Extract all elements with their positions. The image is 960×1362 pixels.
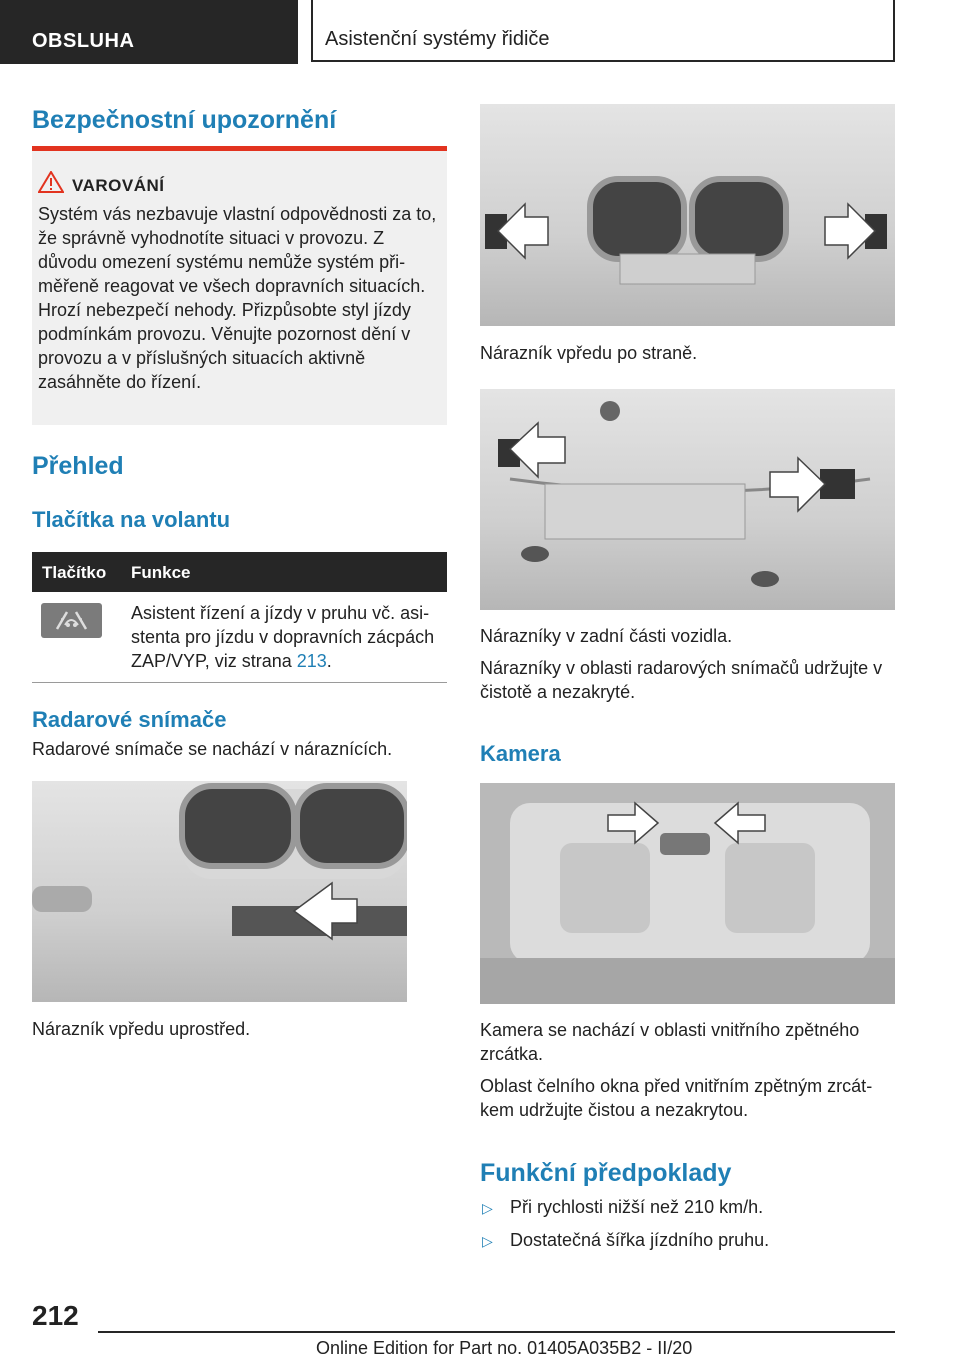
footer-edition: Online Edition for Part no. 01405A035B2 … [316, 1338, 693, 1358]
overview-heading: Přehled [32, 452, 124, 480]
list-item-text: Při rychlosti nižší než 210 km/h. [510, 1197, 764, 1217]
chapter-tab: Asistenční systémy řidiče [311, 0, 895, 62]
radar-heading: Radarové snímače [32, 707, 227, 732]
triangle-bullet-icon: ▷ [482, 1200, 493, 1216]
list-item: ▷ Dostatečná šířka jízdního pruhu. [482, 1230, 769, 1251]
list-item-text: Dostatečná šířka jízdního pruhu. [510, 1230, 770, 1250]
row-function-text: Asistent řízení a jízdy v pruhu vč. asi­… [131, 603, 435, 671]
requirements-heading: Funkční předpoklady [480, 1159, 732, 1187]
triangle-bullet-icon: ▷ [482, 1233, 493, 1249]
camera-text-2: Oblast čelního okna před vnitřním zpětný… [480, 1076, 873, 1120]
table-row: Asistent řízení a jízdy v pruhu vč. asi­… [131, 601, 449, 673]
column-header-function: Funkce [131, 563, 191, 582]
chapter-title: Asistenční systémy řidiče [325, 28, 550, 50]
table-divider [32, 682, 447, 683]
row-end: . [326, 651, 332, 671]
caption-front-center: Nárazník vpředu uprostřed. [32, 1019, 251, 1039]
safety-heading: Bezpečnostní upozornění [32, 106, 337, 134]
camera-heading: Kamera [480, 741, 561, 766]
table-header: Tlačítko Funkce [32, 552, 447, 592]
footer-rule [98, 1331, 895, 1333]
page-link[interactable]: 213 [296, 651, 327, 671]
radar-text: Radarové snímače se nachází v náraznícíc… [32, 739, 393, 759]
steering-buttons-heading: Tlačítka na volantu [32, 507, 231, 532]
section-tab: OBSLUHA [0, 0, 298, 64]
rear-photo [480, 389, 895, 610]
front-side-photo [480, 104, 895, 326]
warning-triangle-icon [38, 171, 64, 193]
warning-label: VAROVÁNÍ [72, 176, 165, 195]
list-item: ▷ Při rychlosti nižší než 210 km/h. [482, 1197, 763, 1218]
warning-text: Systém vás nezbavuje vlastní odpovědnost… [38, 204, 437, 392]
camera-text-1: Kamera se nachází v oblasti vnitřního zp… [480, 1020, 860, 1064]
lane-assist-button-icon [41, 603, 102, 638]
caption-front-side: Nárazník vpředu po straně. [480, 343, 698, 363]
page-number: 212 [32, 1300, 79, 1331]
warning-box [32, 146, 447, 425]
front-center-photo [32, 781, 407, 1002]
camera-photo [480, 783, 895, 1004]
caption-rear: Nárazníky v zadní části vozidla. [480, 626, 733, 646]
section-title: OBSLUHA [32, 30, 135, 52]
rear-sensor-text: Nárazníky v oblasti radarových snímačů u… [480, 658, 883, 702]
column-header-button: Tlačítko [42, 563, 107, 582]
